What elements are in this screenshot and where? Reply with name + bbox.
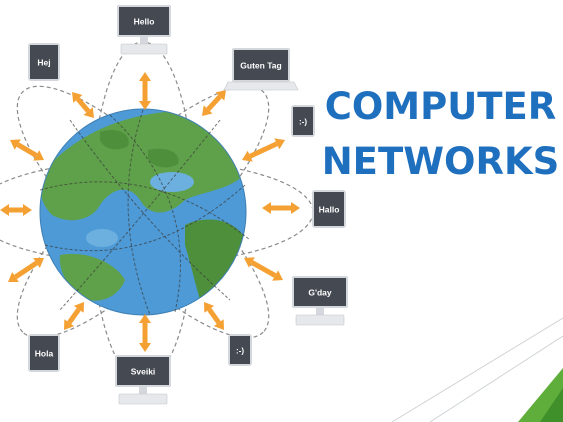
double-arrow-icon: [242, 138, 285, 162]
device-guten-tag: Guten Tag: [223, 48, 299, 91]
connection-line: [44, 184, 246, 252]
double-arrow-icon: [8, 258, 44, 282]
double-arrow-icon: [244, 257, 283, 281]
double-arrow-icon: [262, 202, 300, 214]
device-gday: G'day: [292, 276, 348, 326]
device-greeting: Guten Tag: [240, 61, 281, 71]
keyboard-icon: [118, 393, 168, 405]
device-greeting: G'day: [308, 288, 332, 298]
connection-line: [109, 114, 181, 313]
double-arrow-icon: [204, 302, 224, 330]
device-greeting: :-): [236, 347, 244, 356]
double-arrow-icon: [10, 139, 44, 161]
device-greeting: :-): [299, 118, 307, 127]
device-smiley-top: :-): [291, 105, 315, 137]
device-hej: Hej: [28, 43, 60, 81]
title-line-1: COMPUTER: [324, 85, 557, 128]
double-arrow-icon: [139, 72, 151, 110]
keyboard-icon: [120, 43, 168, 55]
device-smiley-bottom: :-): [228, 334, 252, 366]
connection-line: [69, 119, 231, 301]
device-hola: Hola: [28, 334, 60, 372]
connection-line: [39, 181, 251, 241]
device-hallo: Hallo: [312, 190, 346, 228]
keyboard-icon: [295, 314, 345, 326]
title-line-2: NETWORKS: [321, 140, 560, 183]
device-greeting: Hello: [134, 17, 155, 27]
double-arrow-icon: [139, 314, 151, 352]
device-sveiki: Sveiki: [115, 355, 171, 405]
device-greeting: Sveiki: [131, 367, 156, 377]
double-arrow-icon: [202, 90, 226, 116]
keyboard-icon: [223, 81, 299, 91]
device-hello: Hello: [117, 5, 171, 55]
double-arrow-icon: [64, 302, 84, 330]
globe: [39, 108, 247, 316]
device-greeting: Hola: [35, 349, 54, 359]
connection-arrows: [0, 72, 300, 352]
corner-decoration: [391, 317, 563, 422]
double-arrow-icon: [0, 204, 32, 216]
connection-lines: [39, 109, 251, 316]
connection-line: [127, 109, 151, 316]
double-arrow-icon: [72, 92, 94, 118]
device-greeting: Hallo: [319, 205, 340, 215]
connection-line: [59, 119, 221, 311]
device-greeting: Hej: [37, 58, 50, 68]
